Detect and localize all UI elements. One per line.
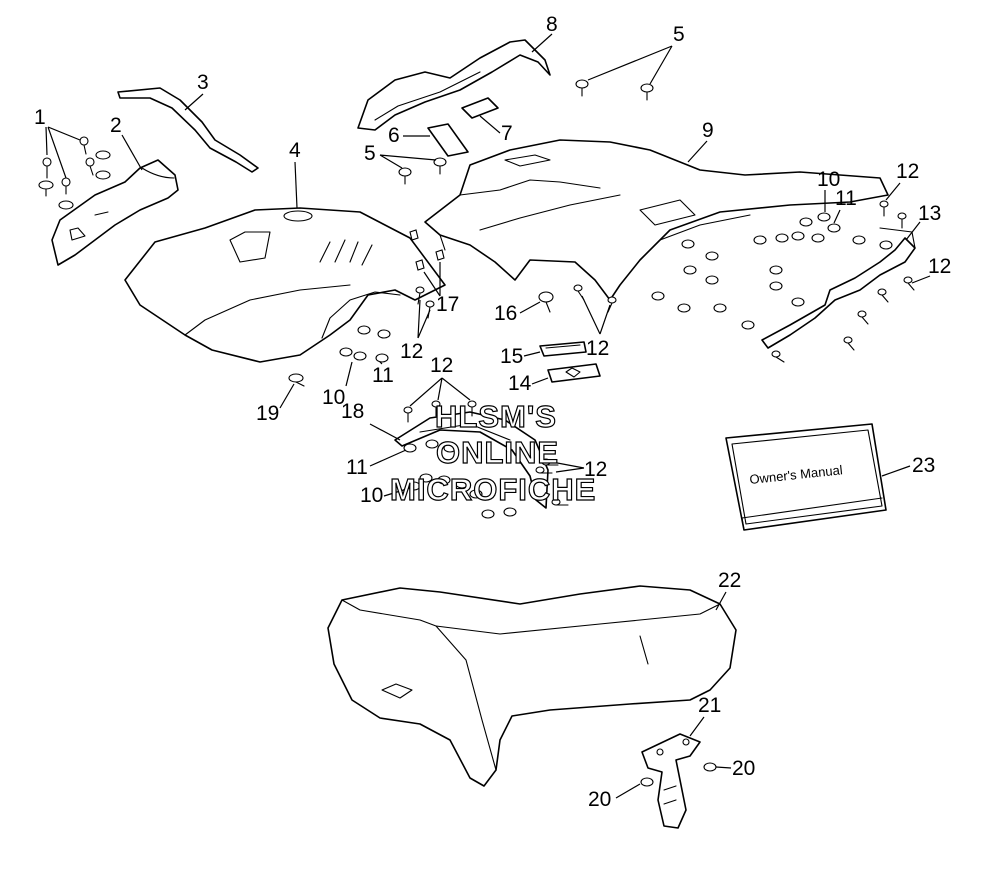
side-rail-group: 12 13 12 [761, 160, 951, 363]
callout-19: 19 [256, 402, 279, 425]
bolt-part [398, 79, 654, 185]
callout-12-center: 12 [586, 337, 609, 360]
mounting-pads-group: 6 7 [388, 97, 513, 157]
callout-10-left: 10 [322, 386, 345, 409]
callout-5-top: 5 [673, 23, 685, 46]
left-hardware-group: 17 12 10 11 19 [256, 229, 459, 425]
callout-12-right: 12 [928, 255, 951, 278]
callout-7: 7 [501, 122, 513, 145]
front-bracket-part: 3 [117, 71, 259, 173]
washers-nuts-right-group: 10 11 [651, 168, 893, 330]
plate-part-14 [547, 363, 601, 383]
callout-10-lower: 10 [360, 484, 383, 507]
push-rivets-group: 1 [34, 106, 111, 210]
callout-6: 6 [388, 124, 400, 147]
callout-13: 13 [918, 202, 941, 225]
callout-20-left: 20 [588, 788, 611, 811]
callout-12-topright: 12 [896, 160, 919, 183]
callout-3: 3 [197, 71, 209, 94]
callout-14: 14 [508, 372, 532, 395]
bolts-5-group: 5 5 [364, 23, 685, 185]
rivet-part [38, 136, 111, 210]
fender-flap-group: 12 18 11 10 12 [341, 354, 607, 519]
gasket-part-15 [539, 341, 587, 357]
callout-8: 8 [546, 13, 558, 36]
callout-2: 2 [110, 114, 122, 137]
watermark-line-3: MICROFICHE [390, 472, 596, 507]
rear-fender-part: 9 [424, 119, 889, 301]
pad-part-6 [427, 123, 469, 157]
callout-11-lower: 11 [346, 456, 368, 479]
callout-22: 22 [718, 569, 741, 592]
seat-part: 22 [327, 569, 741, 787]
callout-20-right: 20 [732, 757, 755, 780]
callout-12-flap: 12 [584, 458, 607, 481]
callout-4: 4 [289, 139, 301, 162]
screw-part [771, 200, 915, 363]
callout-15: 15 [500, 345, 523, 368]
callout-12-left: 12 [400, 340, 423, 363]
pad-part-7 [461, 97, 499, 119]
owners-manual-part: Owner's Manual 23 [725, 423, 935, 531]
callout-12-lower: 12 [430, 354, 453, 377]
callout-1: 1 [34, 106, 46, 129]
callout-16: 16 [494, 302, 517, 325]
callout-17: 17 [436, 293, 459, 316]
callout-21: 21 [698, 694, 721, 717]
watermark: HLSM'S ONLINE MICROFICHE [389, 398, 596, 507]
watermark-line-2: ONLINE [436, 435, 559, 470]
nut-part [651, 212, 893, 330]
rear-rack-bracket-part: 8 [357, 13, 558, 131]
callout-11-left: 11 [372, 364, 394, 387]
center-hardware-group: 16 12 15 14 [494, 284, 617, 395]
seat-latch-group: 21 20 20 [588, 694, 755, 829]
callout-10-right: 10 [817, 168, 840, 191]
front-cover-part: 2 [51, 114, 179, 266]
callout-11-right: 11 [835, 187, 857, 210]
callout-5-mid: 5 [364, 142, 376, 165]
callout-18: 18 [341, 400, 364, 423]
front-fender-part: 4 [124, 139, 446, 363]
callout-9: 9 [702, 119, 714, 142]
callout-23: 23 [912, 454, 935, 477]
watermark-line-1: HLSM'S [435, 399, 557, 434]
